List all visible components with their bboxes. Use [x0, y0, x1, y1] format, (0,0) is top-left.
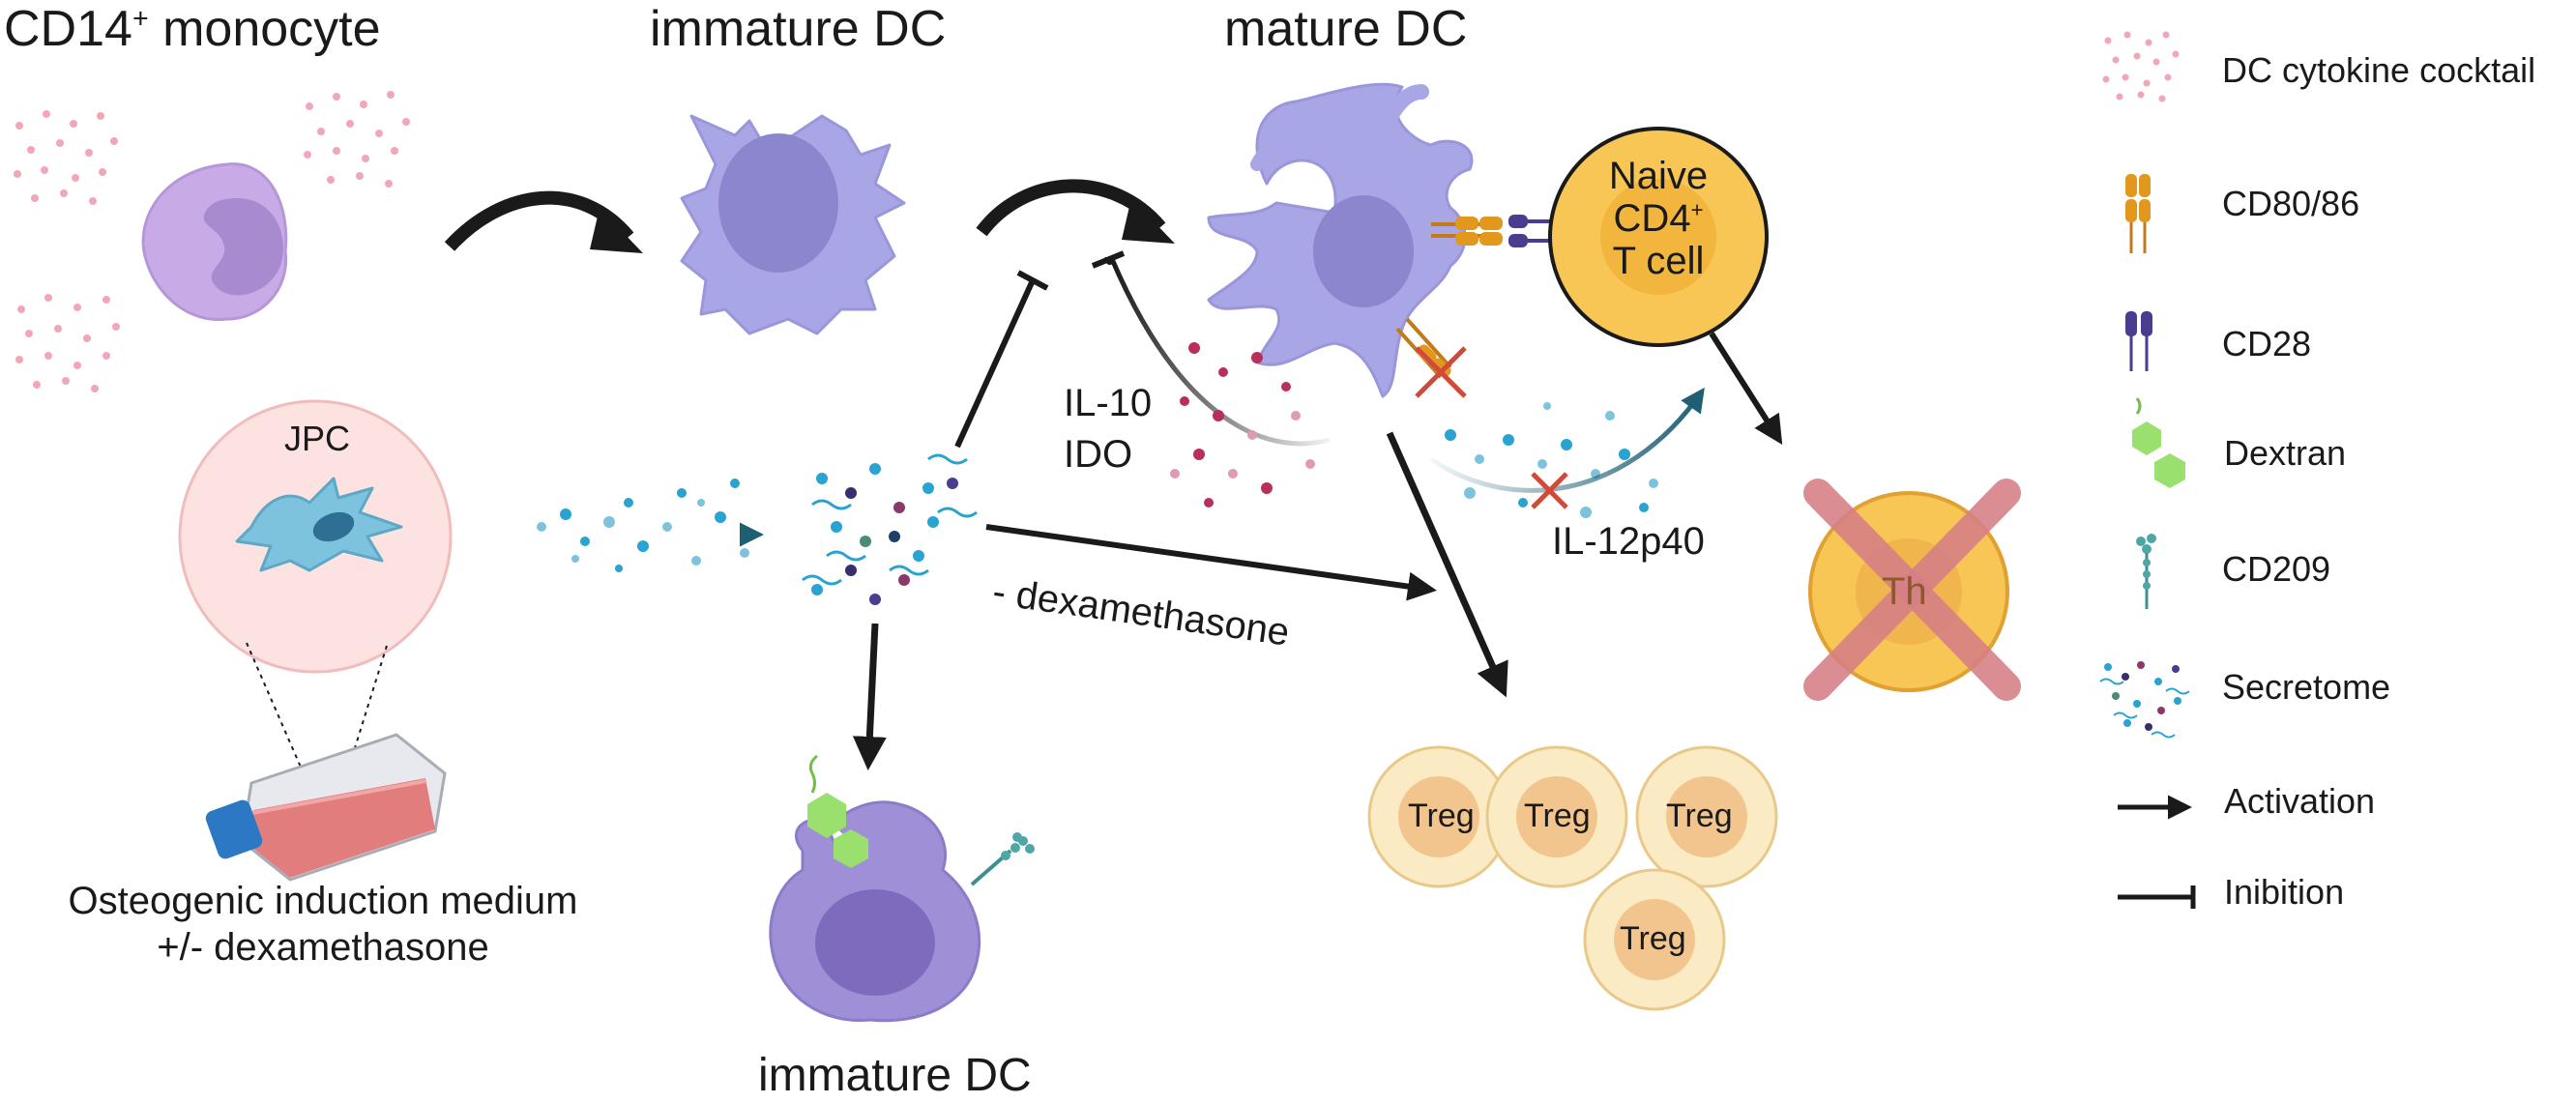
immature-dc-title: immature DC	[650, 1, 947, 57]
treg-cell-4	[1583, 868, 1726, 1011]
cd209-on-dc	[970, 832, 1035, 886]
ido-label: IDO	[1064, 433, 1133, 476]
legend-inhibition-label: Inibition	[2224, 872, 2345, 912]
il12-block-cross	[1531, 472, 1568, 509]
flask-caption-line1: Osteogenic induction medium	[68, 880, 578, 922]
th-label: Th	[1882, 570, 1927, 613]
il12-dots	[1445, 402, 1658, 518]
inhibition-bar-secretome	[954, 270, 1049, 449]
naive-to-th-arrow	[1709, 332, 1783, 446]
differentiation-arrow-1-head	[590, 208, 643, 253]
immature-dc-bottom-title: immature DC	[758, 1050, 1032, 1101]
legend-cd209-label: CD209	[2222, 549, 2331, 589]
il12-label: IL-12p40	[1552, 520, 1705, 563]
mature-dc	[1207, 82, 1474, 398]
dexa-arrow	[985, 524, 1437, 601]
legend-inhibition-icon	[2118, 885, 2196, 909]
cocktail-cluster-bottom	[15, 294, 120, 392]
treg-label-1: Treg	[1408, 798, 1475, 834]
treg-label-3: Treg	[1666, 798, 1733, 834]
treg-label-2: Treg	[1524, 798, 1591, 834]
legend-cd28-label: CD28	[2222, 324, 2312, 363]
treg-cell-2	[1485, 745, 1628, 888]
secretome-cluster	[802, 453, 978, 605]
legend-cd80-icon	[2125, 174, 2151, 253]
immature-dc-top	[680, 114, 906, 335]
legend-cocktail-label: DC cytokine cocktail	[2222, 50, 2536, 90]
legend-cd28-icon	[2125, 311, 2152, 371]
secretion-dots	[537, 479, 749, 572]
treg-label-4: Treg	[1620, 920, 1686, 957]
mature-dc-title: mature DC	[1224, 1, 1468, 57]
blocked-costim	[1395, 317, 1467, 398]
th-cell	[1803, 479, 2021, 701]
monocyte-title: CD14+ monocyte	[4, 1, 381, 57]
culture-flask	[205, 733, 447, 882]
legend-secretome-label: Secretome	[2222, 667, 2391, 707]
cocktail-cluster-right	[304, 91, 410, 188]
treg-cell-1	[1367, 745, 1510, 888]
immature-dc-bottom	[769, 800, 981, 1023]
il12-arrow	[1429, 387, 1705, 493]
legend-cd209-icon	[2136, 534, 2156, 609]
jpc-label: JPC	[284, 419, 351, 458]
naive-cell-label: Naive CD4+ T cell	[1552, 155, 1765, 282]
naive-cell-line3: T cell	[1612, 240, 1705, 282]
naive-t-cell	[1548, 127, 1769, 347]
legend-dextran-label: Dextran	[2224, 433, 2347, 473]
legend-activation-label: Activation	[2224, 781, 2376, 821]
dextran-on-dc	[807, 754, 868, 868]
legend-cocktail-icon	[2102, 31, 2180, 102]
legend-secretome-icon	[2099, 661, 2190, 739]
dc-to-treg-arrow	[1386, 431, 1508, 698]
naive-cell-line1: Naive	[1608, 155, 1709, 197]
legend-cd80-label: CD80/86	[2222, 184, 2360, 223]
monocyte-cell	[141, 162, 288, 322]
il10-dots	[1170, 342, 1315, 508]
il10-label: IL-10	[1064, 382, 1153, 424]
legend-dextran-icon	[2132, 397, 2185, 488]
secretome-to-dc-arrow	[852, 623, 887, 770]
naive-cell-line2: CD4+	[1613, 197, 1704, 240]
flask-caption-line2: +/- dexamethasone	[157, 926, 489, 969]
jpc-magnifier	[178, 399, 453, 832]
cocktail-cluster-left	[14, 110, 118, 205]
costim-synapse	[1431, 215, 1562, 247]
treg-cell-3	[1635, 745, 1778, 888]
maturation-arrow-head	[1122, 198, 1175, 244]
